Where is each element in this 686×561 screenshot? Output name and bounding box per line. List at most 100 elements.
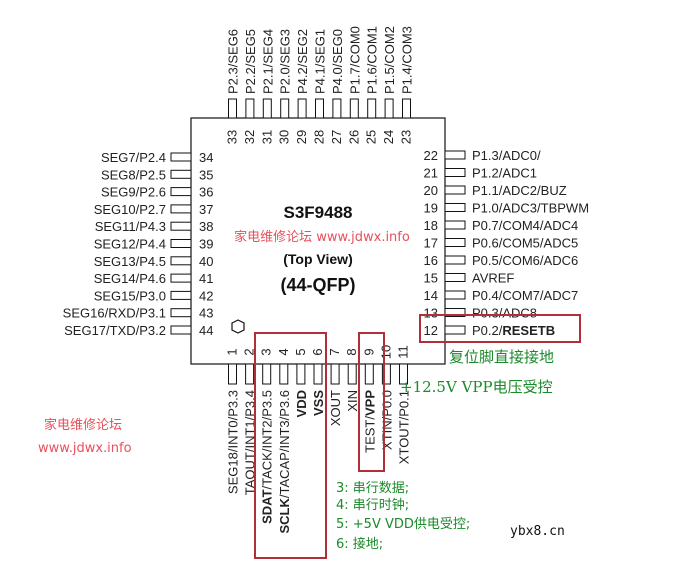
highlight-box-pin-12 <box>419 314 581 343</box>
pin-lead <box>330 363 340 385</box>
pin-lead <box>332 98 342 119</box>
note-line: 5: +5V VDD供电受控; <box>336 517 470 532</box>
pin-label: XOUT <box>328 390 343 426</box>
note-line: 4: 串行时钟; <box>336 497 409 513</box>
pin-number: 10 <box>378 345 393 359</box>
pin-number: 38 <box>199 219 213 234</box>
pin-label: P0.6/COM5/ADC5 <box>472 236 578 251</box>
watermark-left-line1: 家电维修论坛 <box>44 417 122 433</box>
pin-lead <box>444 203 466 212</box>
pin-lead <box>280 98 290 119</box>
pin1-marker <box>231 319 245 334</box>
pin-label: P1.4/COM3 <box>400 26 415 94</box>
pin-lead <box>245 363 255 385</box>
pin-label: P0.4/COM7/ADC7 <box>472 288 578 303</box>
pin-label: SEG11/P4.3 <box>95 219 166 234</box>
pin-lead <box>444 290 466 300</box>
pin-lead <box>367 98 377 119</box>
pin-number: 23 <box>399 130 414 144</box>
pin-number: 43 <box>199 306 213 321</box>
pin-lead <box>444 255 466 265</box>
pin-number: 4 <box>276 348 291 355</box>
watermark-left-line2: www.jdwx.info <box>38 441 132 456</box>
pin-label: XTIN/P0.0 <box>379 390 394 450</box>
pin-label: P1.5/COM2 <box>382 26 397 94</box>
pin-label: SEG7/P2.4 <box>101 150 166 165</box>
pin-number: 39 <box>199 237 213 252</box>
pin-lead <box>296 363 306 385</box>
chip-view: (Top View) <box>283 251 352 267</box>
pin-lead <box>381 363 391 385</box>
pin-label: SEG15/P3.0 <box>94 288 166 303</box>
note-line: 6: 接地; <box>336 536 383 552</box>
note-line: 3: 串行数据; <box>336 481 409 496</box>
pin-number: 28 <box>312 130 327 144</box>
pin-label: P2.0/SEG3 <box>278 29 293 94</box>
pin-number: 2 <box>242 348 257 355</box>
pin-label: P4.1/SEG1 <box>313 29 328 94</box>
pin-number: 19 <box>424 201 438 216</box>
pin-label: SEG18/INT0/P3.3 <box>226 390 241 494</box>
pin-number: 42 <box>199 288 213 303</box>
pin-label: P0.5/COM6/ADC6 <box>472 253 578 268</box>
pin-lead <box>444 238 466 247</box>
pin-number: 6 <box>310 348 325 355</box>
pin-label: SEG17/TXD/P3.2 <box>64 323 166 338</box>
pin-lead <box>279 363 289 385</box>
pin-lead <box>384 98 394 119</box>
pin-label: SEG14/P4.6 <box>94 271 166 286</box>
pin-number: 8 <box>344 348 359 355</box>
pin-label: TAOUT/INT1/P3.4 <box>243 390 258 495</box>
pin-lead <box>444 325 466 335</box>
pin-label-part: VPP <box>362 390 377 416</box>
pin-label: SEG9/P2.6 <box>101 185 166 200</box>
pin-lead <box>245 98 255 119</box>
pin-number: 18 <box>424 218 438 233</box>
pin-number: 26 <box>346 130 361 144</box>
pin-lead <box>170 187 192 197</box>
pin-lead <box>402 98 411 119</box>
pin-lead <box>444 168 466 177</box>
pin-label: P2.1/SEG4 <box>260 29 275 94</box>
pin-label: SEG16/RXD/P3.1 <box>63 306 166 321</box>
left-pins: 34SEG7/P2.435SEG8/P2.536SEG9/P2.637SEG10… <box>63 150 214 338</box>
pin-label-part: TEST/ <box>362 416 377 453</box>
pin-lead <box>170 239 192 248</box>
pin-lead <box>170 169 192 179</box>
pin-label: AVREF <box>472 271 514 286</box>
pin-label-part: P0.2/ <box>472 323 503 338</box>
pin-label: P1.7/COM0 <box>347 26 362 94</box>
pin-lead <box>444 150 466 160</box>
pin-label: SEG8/P2.5 <box>101 167 166 182</box>
pin-lead <box>170 204 192 214</box>
pin-lead <box>444 185 466 195</box>
pin-label: XIN <box>345 390 360 412</box>
pin-label: TEST/VPP <box>362 390 377 453</box>
pin-lead <box>297 98 307 119</box>
highlight-box-pin-9 <box>358 332 385 472</box>
pin-number: 14 <box>424 288 438 303</box>
pin-label: P1.1/ADC2/BUZ <box>472 183 567 198</box>
pin-lead <box>262 98 272 119</box>
highlight-box-pins-3-6 <box>254 332 327 559</box>
pin-number: 22 <box>424 148 438 163</box>
pin-lead <box>315 98 324 119</box>
pin-label: VDD <box>294 390 309 417</box>
pin-lead <box>364 363 374 385</box>
pin-label: SEG13/P4.5 <box>94 254 166 269</box>
pin-number: 31 <box>259 130 274 144</box>
pin-number: 33 <box>225 130 240 144</box>
pin-label: P1.3/ADC0/ <box>472 148 541 163</box>
watermark-corner: ybx8.cn <box>510 524 565 539</box>
pin-label: P4.2/SEG2 <box>295 29 310 94</box>
pin-label: P1.6/COM1 <box>365 26 380 94</box>
pin-lead <box>170 325 192 335</box>
reset-note: 复位脚直接接地 <box>449 348 554 366</box>
pin-lead <box>444 308 466 317</box>
pin-lead <box>444 220 466 230</box>
pin-label: P0.3/ADC8 <box>472 306 537 321</box>
pin-lead <box>170 273 192 283</box>
pin-lead <box>228 98 237 119</box>
pin-lead <box>228 363 237 385</box>
